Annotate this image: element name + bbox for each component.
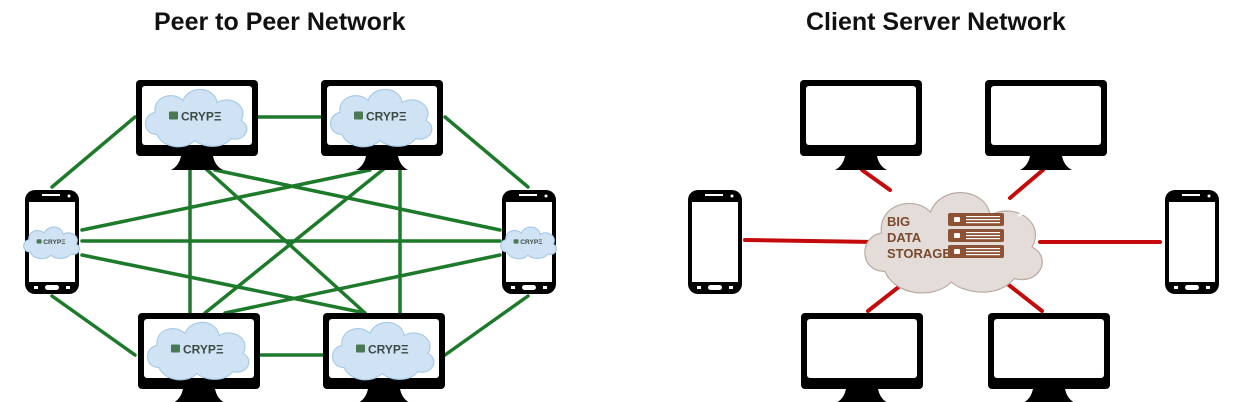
p2p-link [50, 115, 137, 189]
phone-icon: CRYPΞ [23, 190, 80, 294]
p2p-phone-right: CRYPΞ [500, 190, 557, 294]
crype-logo-text: CRYPΞ [366, 110, 407, 124]
storage-label-line: BIG [887, 214, 910, 229]
p2p-links [50, 115, 530, 357]
client-server-monitor-bottom-right [988, 313, 1110, 402]
crype-logo-text: CRYPΞ [520, 239, 542, 246]
p2p-link [80, 253, 367, 315]
crype-logo-text: CRYPΞ [183, 343, 224, 357]
cloud-icon [144, 88, 248, 148]
crype-logo-text: CRYPΞ [43, 239, 65, 246]
cloud-icon [329, 88, 433, 148]
chat-icon [354, 111, 363, 120]
client-server-link [1008, 168, 1045, 200]
p2p-monitor-top-right: CRYPΞ [321, 80, 443, 170]
chat-icon [36, 239, 42, 244]
p2p-link [443, 294, 530, 357]
p2p-link [213, 168, 502, 232]
p2p-link [80, 168, 372, 232]
nodes: CRYPΞ CRYPΞ CRYPΞ CRYPΞ CRYPΞ CRYPΞ [23, 80, 1219, 402]
client-server-title: Client Server Network [806, 8, 1066, 36]
p2p-phone-left: CRYPΞ [23, 190, 80, 294]
p2p-link [50, 294, 137, 357]
server-stack-icon [948, 213, 1004, 258]
cloud-icon [500, 226, 557, 260]
chat-icon [169, 111, 178, 120]
phone-icon [1165, 190, 1219, 294]
phone-icon [688, 190, 742, 294]
p2p-monitor-top-left: CRYPΞ [136, 80, 258, 170]
monitor-icon: CRYPΞ [323, 313, 445, 402]
monitor-icon [988, 313, 1110, 402]
client-server-phone-right [1165, 190, 1219, 294]
client-server-link [743, 238, 877, 244]
p2p-title: Peer to Peer Network [154, 8, 406, 36]
p2p-monitor-bottom-left: CRYPΞ [138, 313, 260, 402]
monitor-icon [800, 80, 922, 170]
monitor-icon [985, 80, 1107, 170]
client-server-monitor-top-left [800, 80, 922, 170]
monitor-icon: CRYPΞ [136, 80, 258, 170]
chat-icon [171, 344, 180, 353]
p2p-link [223, 253, 502, 315]
client-server-link [1003, 280, 1044, 313]
client-server-monitor-top-right [985, 80, 1107, 170]
cloud-highlight [1017, 210, 1041, 218]
monitor-icon: CRYPΞ [321, 80, 443, 170]
cloud-icon [331, 321, 435, 381]
client-server-monitor-bottom-left [801, 313, 923, 402]
client-server-phone-left [688, 190, 742, 294]
cloud-icon [23, 226, 80, 260]
monitor-icon: CRYPΞ [138, 313, 260, 402]
crype-logo-text: CRYPΞ [368, 343, 409, 357]
phone-icon: CRYPΞ [500, 190, 557, 294]
storage-label-line: DATA [887, 230, 922, 245]
monitor-icon [801, 313, 923, 402]
cloud-icon [146, 321, 250, 381]
chat-icon [513, 239, 519, 244]
storage-label-line: STORAGE [887, 246, 951, 261]
crype-logo-text: CRYPΞ [181, 110, 222, 124]
client-server-link [860, 168, 892, 192]
p2p-monitor-bottom-right: CRYPΞ [323, 313, 445, 402]
chat-icon [356, 344, 365, 353]
p2p-link [443, 115, 530, 189]
